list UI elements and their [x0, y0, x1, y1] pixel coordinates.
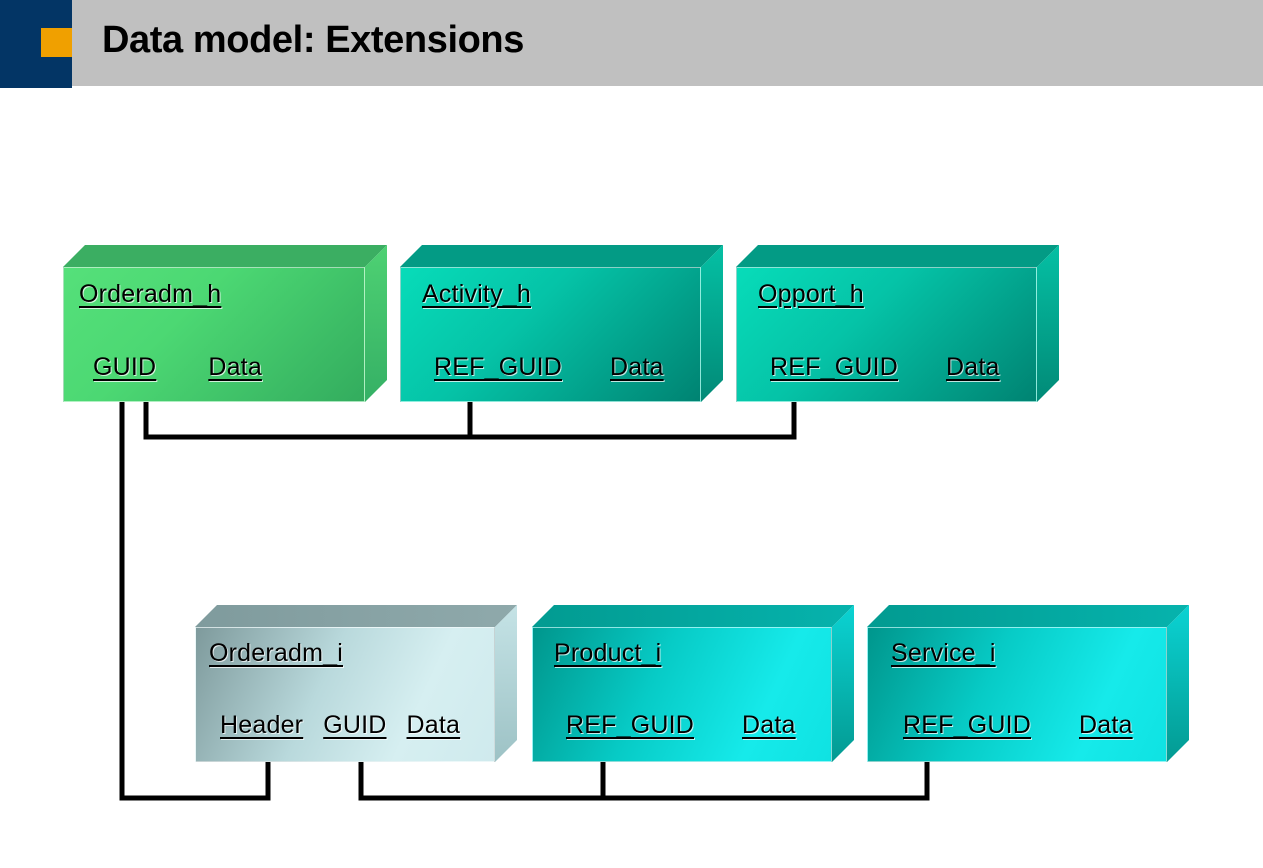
field-guid: GUID — [323, 711, 387, 739]
entity-box-activity_h[interactable]: Activity_h REF_GUID Data — [400, 245, 723, 402]
entity-name-service_i: Service_i — [891, 639, 996, 667]
field-ref-guid: REF_GUID — [566, 711, 695, 739]
box-side-face — [832, 605, 854, 762]
box-front-face — [532, 627, 832, 762]
entity-fields-orderadm_i: Header GUID Data — [220, 711, 460, 740]
field-data: Data — [946, 353, 1000, 381]
box-side-face — [495, 605, 517, 762]
field-header: Header — [220, 711, 304, 739]
entity-fields-orderadm_h: GUID Data — [93, 353, 262, 382]
box-top-face — [63, 245, 387, 267]
box-top-face — [400, 245, 723, 267]
entity-name-orderadm_h: Orderadm_h — [79, 280, 222, 308]
entity-box-opport_h[interactable]: Opport_h REF_GUID Data — [736, 245, 1059, 402]
box-side-face — [1167, 605, 1189, 762]
box-side-face — [365, 245, 387, 402]
field-data: Data — [742, 711, 796, 739]
box-front-face — [867, 627, 1167, 762]
box-top-face — [195, 605, 517, 627]
box-front-face — [63, 267, 365, 402]
field-data: Data — [208, 353, 262, 381]
field-data: Data — [406, 711, 461, 739]
header-orange-square-icon — [41, 28, 72, 57]
entity-name-activity_h: Activity_h — [422, 280, 531, 308]
entity-fields-service_i: REF_GUID Data — [903, 711, 1133, 740]
entity-box-service_i[interactable]: Service_i REF_GUID Data — [867, 605, 1189, 762]
box-front-face — [400, 267, 701, 402]
box-front-face — [736, 267, 1037, 402]
entity-name-orderadm_i: Orderadm_i — [209, 639, 343, 667]
box-top-face — [736, 245, 1059, 267]
box-top-face — [532, 605, 854, 627]
entity-box-orderadm_i[interactable]: Orderadm_i Header GUID Data — [195, 605, 517, 762]
entity-name-product_i: Product_i — [554, 639, 662, 667]
box-side-face — [701, 245, 723, 402]
entity-fields-activity_h: REF_GUID Data — [434, 353, 664, 382]
box-front-face — [195, 627, 495, 762]
field-ref-guid: REF_GUID — [903, 711, 1032, 739]
entity-box-product_i[interactable]: Product_i REF_GUID Data — [532, 605, 854, 762]
entity-box-orderadm_h[interactable]: Orderadm_h GUID Data — [63, 245, 387, 402]
slide-header: Data model: Extensions — [0, 0, 1263, 88]
page-title: Data model: Extensions — [102, 19, 524, 61]
entity-fields-product_i: REF_GUID Data — [566, 711, 796, 740]
field-ref-guid: REF_GUID — [434, 353, 563, 381]
box-side-face — [1037, 245, 1059, 402]
entity-name-opport_h: Opport_h — [758, 280, 864, 308]
field-data: Data — [1079, 711, 1133, 739]
header-band — [72, 0, 1263, 86]
field-data: Data — [610, 353, 664, 381]
box-top-face — [867, 605, 1189, 627]
field-ref-guid: REF_GUID — [770, 353, 899, 381]
entity-fields-opport_h: REF_GUID Data — [770, 353, 1000, 382]
field-guid: GUID — [93, 353, 157, 381]
